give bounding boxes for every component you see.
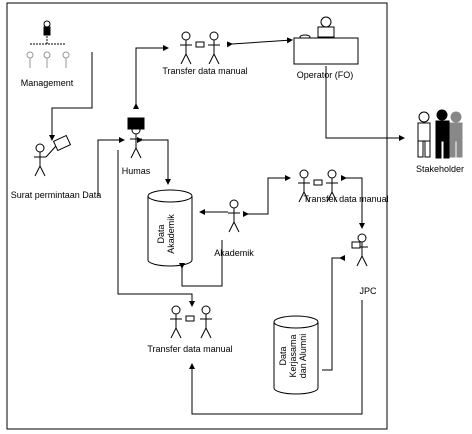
- edge-humas-data-akademik: [137, 137, 171, 185]
- transfer-bottom-people-icon: [169, 305, 213, 339]
- system-boundary: [6, 2, 388, 430]
- edge-surat-to-humas: [97, 137, 125, 196]
- operator-label: Operator (FO): [297, 70, 354, 80]
- edge-akademik-transfer-mid: [243, 175, 291, 217]
- operator-desk-icon: [293, 16, 359, 65]
- db-akademik-line1: Data: [156, 224, 166, 243]
- surat-permintaan-label: Surat permintaan Data: [11, 190, 102, 200]
- edge-humas-transfer-bottom: [117, 150, 195, 307]
- edge-jpc-transfer-bottom: [189, 300, 363, 415]
- jpc-label: JPC: [359, 286, 377, 296]
- db-kerjasama-line1: Data: [278, 346, 288, 365]
- db-kerjasama-line3: dan Alumni: [298, 334, 308, 379]
- stakeholder-group-icon: [417, 109, 463, 159]
- transfer-top-people-icon: [179, 31, 221, 65]
- edge-transfer-top-operator: [226, 37, 293, 48]
- edge-management-to-surat: [49, 52, 93, 141]
- transfer-mid-label: Transfer data manual: [303, 194, 388, 204]
- management-org-icon: [26, 20, 70, 68]
- humas-label: Humas: [122, 166, 151, 176]
- edge-transfer-mid-jpc: [341, 175, 365, 229]
- data-akademik-db-icon: [147, 189, 193, 267]
- transfer-mid-people-icon: [297, 169, 339, 203]
- transfer-bottom-label: Transfer data manual: [147, 344, 232, 354]
- akademik-label: Akademik: [214, 248, 254, 258]
- edge-jpc-data-kerjasama: [322, 255, 345, 371]
- edge-humas-transfer-top: [133, 45, 169, 109]
- data-kerjasama-db-icon: [273, 315, 319, 395]
- edge-operator-to-stakeholder: [325, 66, 405, 141]
- jpc-person-icon: [351, 233, 369, 267]
- stakeholder-label: Stakeholder: [416, 164, 464, 174]
- akademik-person-icon: [227, 199, 241, 233]
- transfer-top-label: Transfer data manual: [162, 66, 247, 76]
- db-kerjasama-line2: Kerjasama: [288, 334, 298, 377]
- db-akademik-line2: Akademik: [166, 214, 176, 254]
- humas-person-icon: [127, 117, 145, 159]
- edge-data-akademik-akademik: [179, 240, 223, 287]
- management-label: Management: [21, 78, 74, 88]
- surat-permintaan-person-icon: [33, 134, 72, 177]
